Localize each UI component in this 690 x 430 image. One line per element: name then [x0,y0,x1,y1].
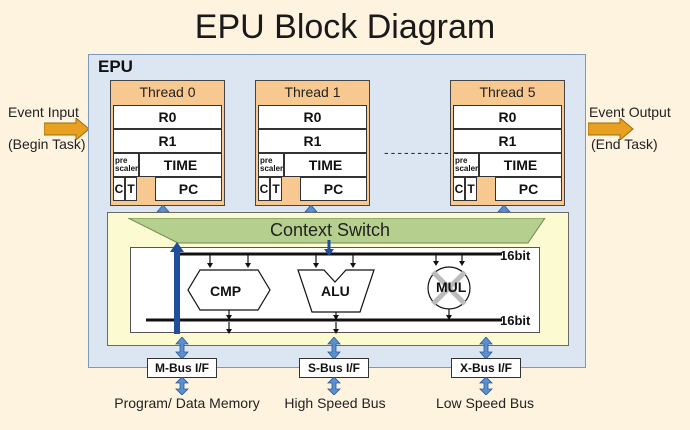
high-speed-bus-label: High Speed Bus [284,395,386,411]
bottom-bus-width-label: 16bit [500,313,531,328]
x-bus-interface: X-Bus I/F [451,358,521,378]
prescaler-register: pre scaler [258,153,284,177]
prescaler-line1: pre [455,156,468,165]
register-r0: R0 [453,105,562,129]
prescaler-line2: scaler [115,164,139,173]
cmp-unit-shape [187,269,271,311]
event-output-label: Event Output [589,104,671,120]
datapath-diagram [146,240,502,334]
thread-ellipsis: ---------- [384,144,451,160]
context-switch-shape [128,218,546,244]
thread-1-block: Thread 1 R0 R1 pre scaler TIME C T PC [255,80,370,206]
top-bus-width-label: 16bit [500,248,531,263]
register-r0: R0 [113,105,222,129]
register-r1: R1 [453,129,562,153]
low-speed-bus-label: Low Speed Bus [435,395,535,411]
m-bus-arrow [175,337,189,359]
register-r1: R1 [113,129,222,153]
register-time: TIME [139,153,222,177]
alu-unit-shape [297,269,375,313]
event-input-sublabel: (Begin Task) [8,136,86,152]
register-pc: PC [495,177,562,201]
event-output-sublabel: (End Task) [591,136,658,152]
s-bus-interface: S-Bus I/F [299,358,369,378]
epu-label: EPU [98,57,133,76]
prescaler-register: pre scaler [453,153,479,177]
prescaler-line2: scaler [260,164,284,173]
register-t: T [270,177,282,201]
register-pc: PC [155,177,222,201]
s-bus-target-arrow [327,377,341,395]
context-to-bus-arrowhead [324,249,334,256]
x-bus-arrow [479,337,493,359]
x-bus-target-arrow [479,377,493,395]
thread-0-block: Thread 0 R0 R1 pre scaler TIME C T PC [110,80,225,206]
context-switch-label: Context Switch [270,220,391,240]
thread-title: Thread 5 [479,84,536,100]
feedback-bus-arrowhead [170,242,184,252]
prescaler-register: pre scaler [113,153,139,177]
program-data-memory-label: Program/ Data Memory [114,395,260,411]
event-input-label: Event Input [8,104,79,120]
event-input-arrow [44,118,90,140]
cmp-unit-label: CMP [210,283,242,299]
s-bus-arrow [327,337,341,359]
register-time: TIME [479,153,562,177]
m-bus-interface: M-Bus I/F [147,358,217,378]
prescaler-line1: pre [260,156,273,165]
register-c: C [258,177,270,201]
register-r1: R1 [258,129,367,153]
feedback-bus-bar [174,250,180,334]
register-t: T [465,177,477,201]
m-bus-target-arrow [175,377,189,395]
register-time: TIME [284,153,367,177]
prescaler-line2: scaler [455,164,479,173]
thread-title: Thread 0 [139,84,196,100]
register-pc: PC [300,177,367,201]
mul-unit-label: MUL [436,279,467,295]
register-c: C [453,177,465,201]
event-output-arrow [588,118,634,140]
thread-5-block: Thread 5 R0 R1 pre scaler TIME C T PC [450,80,565,206]
register-c: C [113,177,125,201]
thread-title: Thread 1 [284,84,341,100]
alu-unit-label: ALU [321,283,350,299]
register-t: T [125,177,137,201]
diagram-title: EPU Block Diagram [194,8,496,46]
prescaler-line1: pre [115,156,128,165]
register-r0: R0 [258,105,367,129]
